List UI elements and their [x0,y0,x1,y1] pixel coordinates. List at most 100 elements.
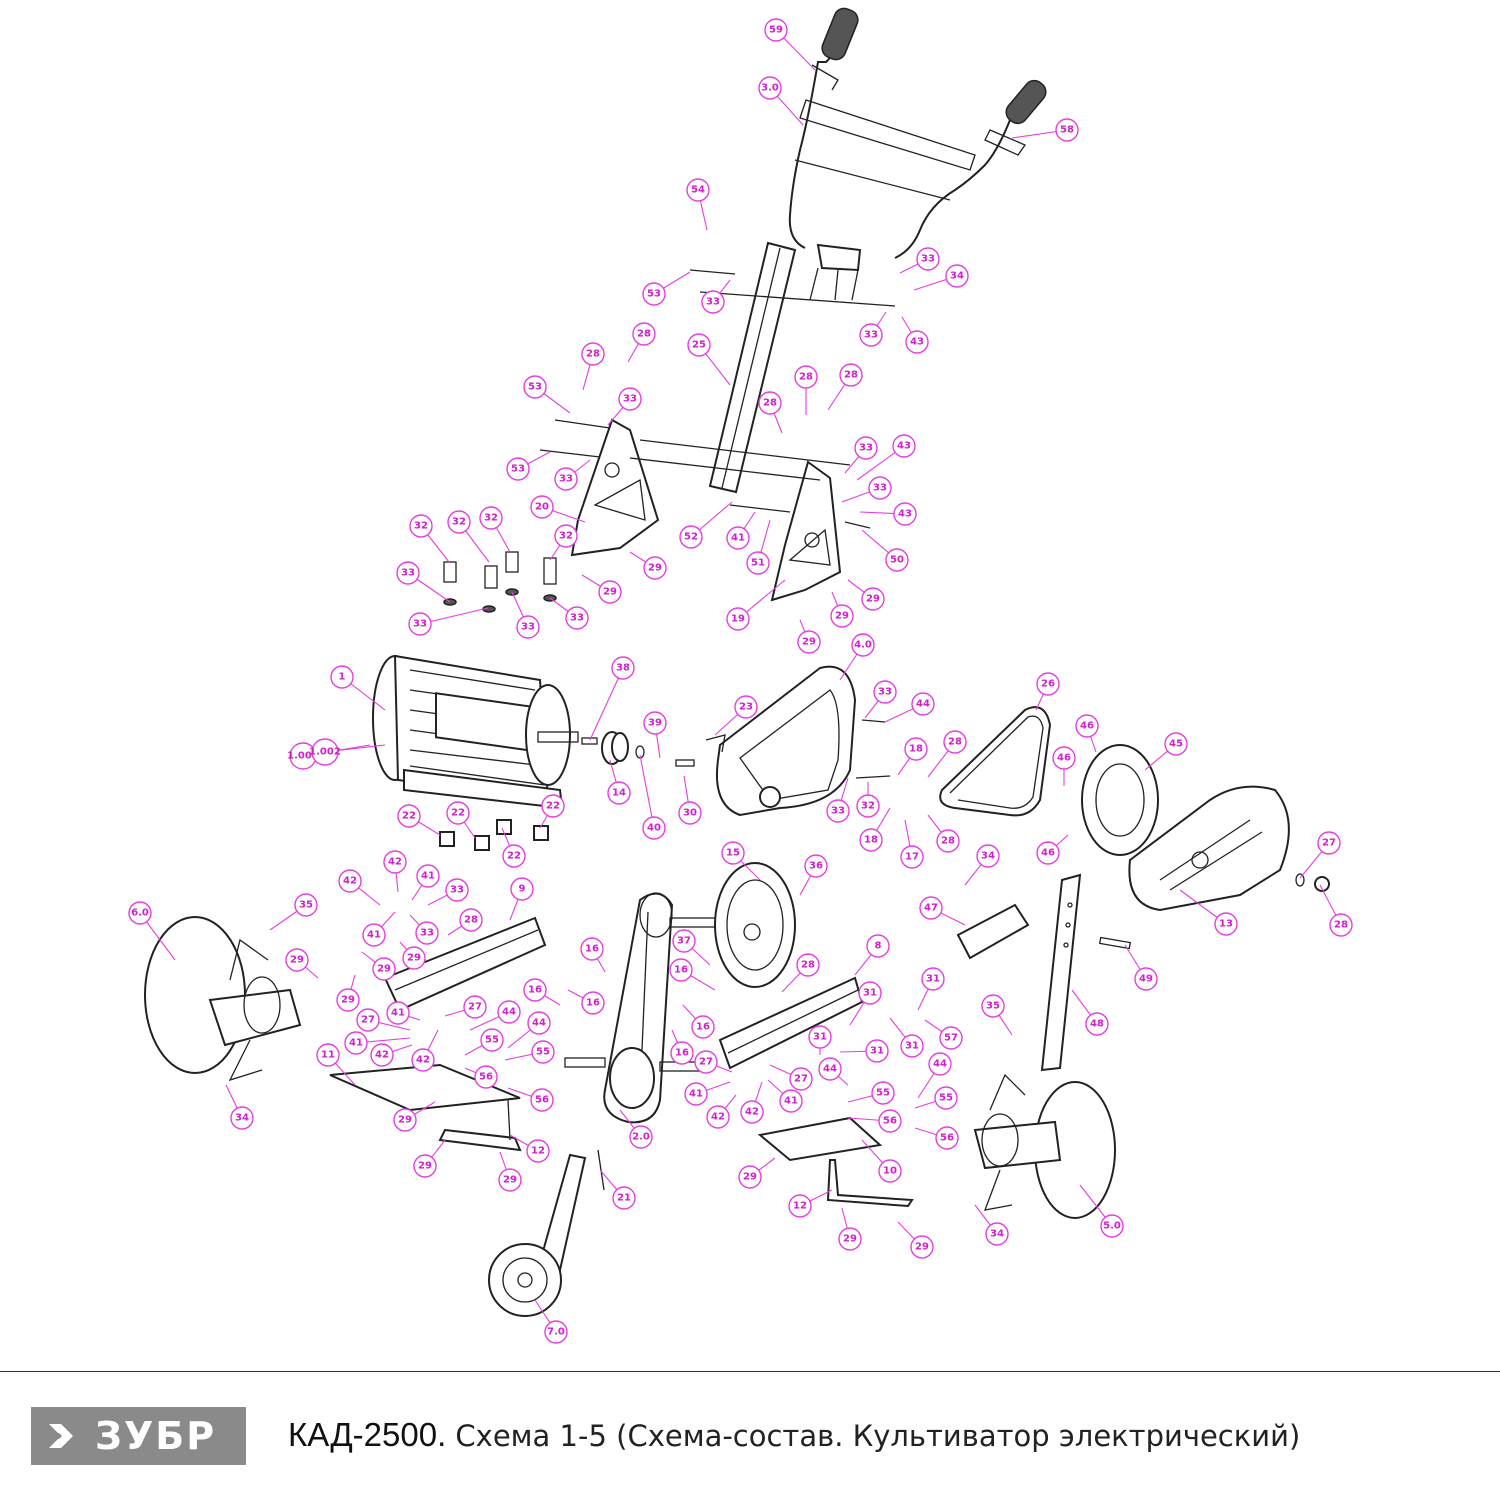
callout-number: 14 [612,788,626,799]
callout-number: 27 [699,1057,713,1068]
callout-circle [928,1052,952,1076]
callout-circle [642,816,666,840]
callout-number: 25 [692,340,706,351]
callout-circle [409,514,433,538]
callout-circle [316,1043,340,1067]
callout-29: 29 [598,580,622,604]
callout-44: 44 [928,1052,952,1076]
callout-28: 28 [943,730,967,754]
callout-number: 29 [648,563,662,574]
callout-number: 29 [398,1115,412,1126]
callout-circle [502,844,526,868]
callout-20: 20 [530,495,554,519]
right-frame [718,976,914,1208]
callout-12: 12 [526,1139,550,1163]
callout-circle [1134,967,1158,991]
callout-circle [945,264,969,288]
callout-26: 26 [1036,672,1060,696]
callout-29: 29 [838,1227,862,1251]
leader-line-38 [589,667,624,741]
callout-number: 55 [536,1047,550,1058]
callout-number: 58 [1060,125,1074,136]
callout-circle [370,1043,394,1067]
model-name: КАД-2500. [288,1416,447,1453]
callout-37: 37 [672,929,696,953]
callout-circle [530,1088,554,1112]
callout-circle [1085,1012,1109,1036]
callout-circle [794,365,818,389]
callout-48: 48 [1085,1012,1109,1036]
callout-34: 34 [985,1222,1009,1246]
callout-circle [900,1034,924,1058]
callout-circle [838,1227,862,1251]
callout-circle [498,1168,522,1192]
callout-number: 42 [388,857,402,868]
callout-22: 22 [502,844,526,868]
callout-number: 56 [940,1133,954,1144]
callout-30: 30 [678,801,702,825]
callout-number: 26 [1041,679,1055,690]
callout-circle [1052,746,1076,770]
callout-circle [830,604,854,628]
callout-number: 32 [559,531,573,542]
callout-number: 29 [503,1175,517,1186]
callout-number: 8 [875,941,882,952]
callout-32: 32 [447,510,471,534]
depth-stop [956,873,1132,1072]
callout-number: 28 [637,329,651,340]
callout-circle [581,991,605,1015]
callout-circle [726,526,750,550]
callout-circle [544,1320,568,1344]
callout-circle [643,711,667,735]
callout-33: 33 [554,467,578,491]
callout-33: 33 [859,323,883,347]
bolt-set [443,551,557,613]
callout-28: 28 [794,365,818,389]
callout-55: 55 [531,1040,555,1064]
callout-number: 54 [691,185,705,196]
callout-29: 29 [402,946,426,970]
callout-circle [804,854,828,878]
callout-number: 28 [844,370,858,381]
callout-28: 28 [1329,913,1353,937]
callout-circle [701,290,725,314]
callout-number: 33 [864,330,878,341]
callout-circle [678,801,702,825]
callout-circle [687,333,711,357]
callout-circle [612,1186,636,1210]
callout-number: 5.0 [1103,1221,1121,1232]
callout-33: 33 [618,387,642,411]
callout-53: 53 [642,282,666,306]
callout-circle [386,1001,410,1025]
callout-circle [910,1235,934,1259]
callout-number: 33 [401,568,415,579]
callout-circle [893,502,917,526]
callout-circle [985,1222,1009,1246]
callout-25: 25 [687,333,711,357]
callout-circle [445,878,469,902]
callout-33: 33 [565,606,589,630]
callout-55: 55 [871,1081,895,1105]
callout-circle [851,633,875,657]
callout-28: 28 [936,829,960,853]
callout-number: 29 [743,1172,757,1183]
callout-number: 46 [1057,753,1071,764]
callout-number: 55 [876,1088,890,1099]
callout-number: 49 [1139,974,1153,985]
callout-33: 33 [701,290,725,314]
callout-number: 11 [321,1050,335,1061]
callout-number: 16 [696,1022,710,1033]
callout-number: 28 [801,960,815,971]
callout-circle [856,794,880,818]
callout-number: 33 [559,474,573,485]
driven-pulley-and-cover [1081,744,1330,912]
callout-circle [691,1015,715,1039]
callout-number: 21 [617,1193,631,1204]
callout-number: 33 [420,928,434,939]
callout-number: 34 [990,1229,1004,1240]
callout-circle [935,1126,959,1150]
callout-number: 1.002 [309,747,341,758]
callout-34: 34 [230,1106,254,1130]
callout-number: 31 [905,1041,919,1052]
callout-13: 13 [1214,912,1238,936]
